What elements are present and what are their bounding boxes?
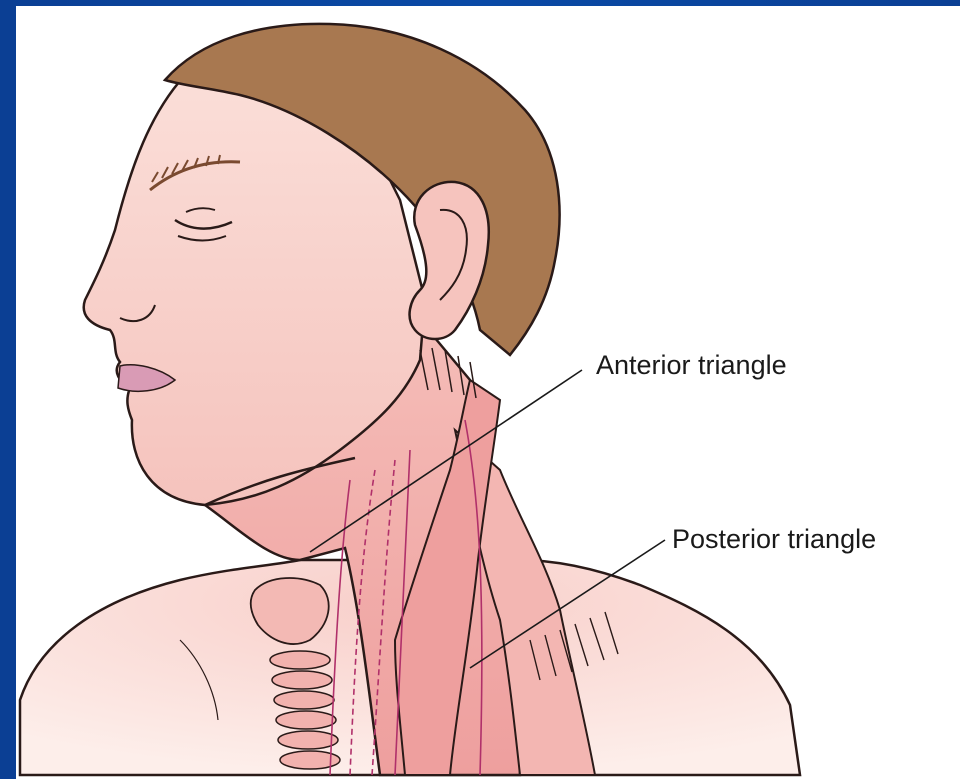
anterior-triangle-label: Anterior triangle [596,352,787,379]
posterior-triangle-label: Posterior triangle [672,526,876,553]
